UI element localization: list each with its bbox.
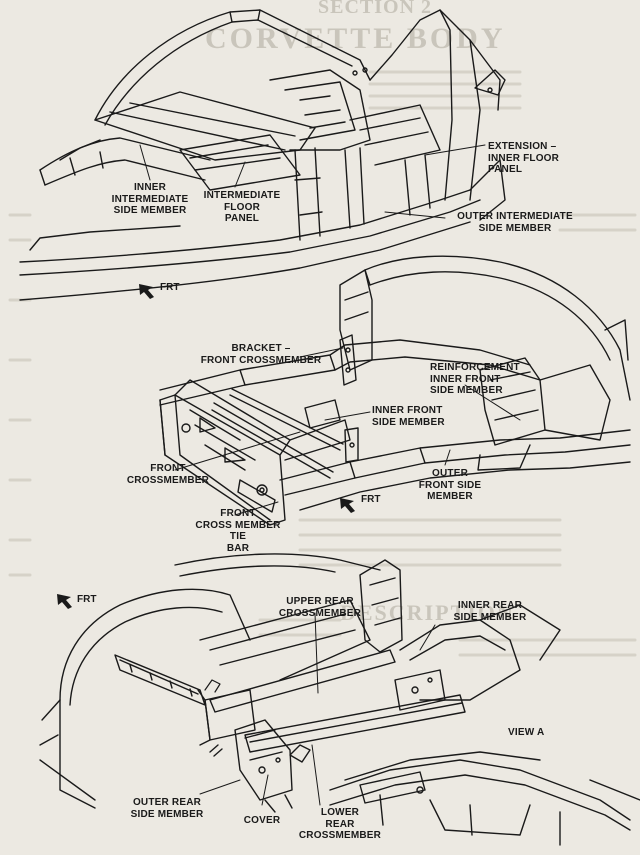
front-direction-arrow-icon (340, 498, 355, 513)
callout-leader-lines (139, 144, 521, 806)
label-outer-rear-side-member: OUTER REAR SIDE MEMBER (130, 797, 204, 820)
ghost-section-heading: SECTION 2 (318, 0, 433, 18)
front-direction-arrow-icon (139, 284, 154, 299)
label-inner-front-side-member: INNER FRONT SIDE MEMBER (372, 405, 445, 428)
label-inner-intermediate-side-member: INNER INTERMEDIATE SIDE MEMBER (111, 182, 189, 216)
label-outer-front-side-member: OUTER FRONT SIDE MEMBER (418, 468, 482, 502)
label-front-cross-member-tie-bar: FRONT CROSS MEMBER TIE BAR (195, 508, 281, 554)
label-upper-rear-crossmember: UPPER REAR CROSSMEMBER (278, 596, 362, 619)
frt-label-middle: FRT (361, 494, 381, 505)
label-outer-intermediate-side-member: OUTER INTERMEDIATE SIDE MEMBER (457, 211, 573, 234)
ghost-section-title: CORVETTE BODY (205, 22, 506, 55)
label-lower-rear-crossmember: LOWER REAR CROSSMEMBER (298, 807, 382, 841)
label-cover: COVER (243, 815, 281, 826)
label-inner-rear-side-member: INNER REAR SIDE MEMBER (453, 600, 527, 623)
frt-label-bottom: FRT (77, 594, 97, 605)
label-front-crossmember: FRONT CROSSMEMBER (126, 463, 210, 486)
frt-label-top: FRT (160, 282, 180, 293)
label-extension-inner-floor-panel: EXTENSION – INNER FLOOR PANEL (488, 141, 560, 175)
label-bracket-front-crossmember: BRACKET – FRONT CROSSMEMBER (200, 343, 322, 366)
middle-assembly-drawing (159, 255, 631, 526)
ghost-subsection-title: DESCRIPTION (340, 600, 515, 625)
bottom-assembly-drawing (39, 553, 640, 846)
label-view-a: VIEW A (508, 727, 545, 738)
top-assembly-drawing (19, 9, 506, 301)
label-reinforcement-inner-front-side-member: REINFORCEMENT INNER FRONT SIDE MEMBER (430, 362, 520, 396)
front-direction-arrow-icon (57, 594, 72, 609)
label-intermediate-floor-panel: INTERMEDIATE FLOOR PANEL (203, 190, 281, 224)
